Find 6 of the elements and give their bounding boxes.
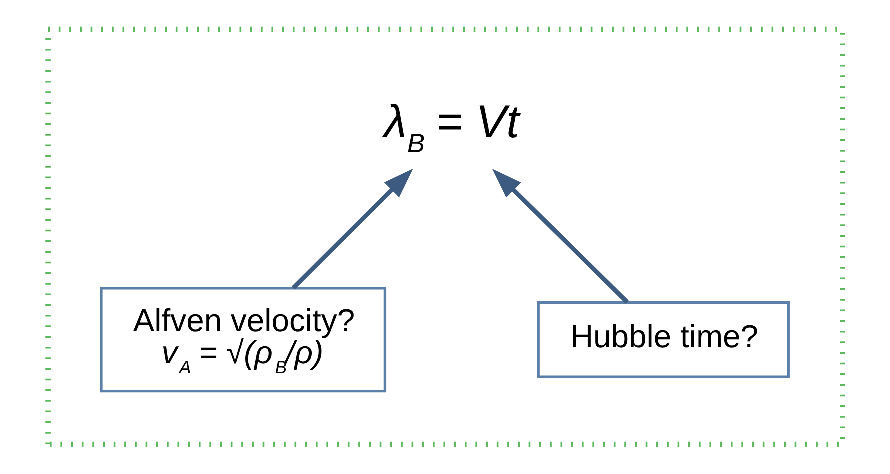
arrow — [492, 169, 628, 304]
node-box: Hubble time? — [536, 301, 790, 378]
node-text: λ$_{B}$ = Vt — [384, 95, 519, 158]
node-box: Alfven velocity? v$_{A}$ = √(ρ$_{B}$/ρ) — [100, 287, 386, 393]
arrow — [291, 168, 413, 290]
cluster — [45, 26, 845, 448]
